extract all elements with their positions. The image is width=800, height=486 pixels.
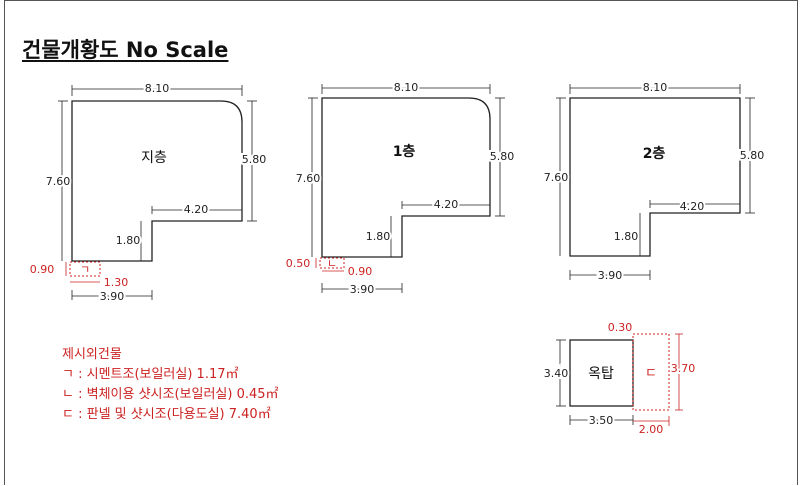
dim-right: 5.80 <box>242 153 267 166</box>
dim-step: 4.20 <box>434 198 459 211</box>
annex-dim-left: 0.90 <box>30 263 55 276</box>
dim-height: 7.60 <box>46 175 71 188</box>
annex-dim-height: 3.70 <box>671 362 696 375</box>
dim-bottom: 3.90 <box>598 269 623 282</box>
annex-mark: ㄱ <box>80 263 90 276</box>
legend-header: 제시외건물 <box>62 347 122 362</box>
dim-height: 7.60 <box>296 172 321 185</box>
annex-dim-width: 0.90 <box>348 265 373 278</box>
plan-outline <box>71 100 243 262</box>
dim-bottom: 3.90 <box>350 283 375 296</box>
plan-label: 지층 <box>141 150 167 166</box>
dim-step: 4.20 <box>184 203 209 216</box>
annex-box <box>632 333 670 411</box>
dim-width: 8.10 <box>394 81 419 94</box>
dim-step: 4.20 <box>680 200 705 213</box>
dim-bottom: 3.90 <box>100 290 125 303</box>
plan-first-floor: 8.10 7.60 5.80 4.20 1.80 3.90 ㄴ 0.50 0.9… <box>286 79 517 298</box>
annex-mark: ㄷ <box>645 366 657 381</box>
legend-item: ㄱ : 시멘트조(보일러실) 1.17㎡ <box>62 367 239 382</box>
annex-dim-width: 1.30 <box>104 276 129 289</box>
plan-basement: 8.10 7.60 5.80 4.20 1.80 3.90 ㄱ 0.90 1.3… <box>30 80 269 305</box>
dim-notch: 1.80 <box>116 234 141 247</box>
annex-legend: 제시외건물 ㄱ : 시멘트조(보일러실) 1.17㎡ ㄴ : 벽체이용 샷시조(… <box>62 345 279 425</box>
dim-height: 7.60 <box>544 171 569 184</box>
dim-width: 8.10 <box>145 82 170 95</box>
page-title: 건물개황도 No Scale <box>22 38 229 62</box>
plan-label: 1층 <box>393 144 416 160</box>
dim-notch: 1.80 <box>366 230 391 243</box>
annex-box <box>69 261 101 277</box>
plan-second-floor: 8.10 7.60 5.80 4.20 1.80 3.90 2층 <box>542 79 767 284</box>
annex-dim-left: 0.50 <box>286 257 311 270</box>
plan-outline <box>569 97 741 257</box>
dim-rooftop-width: 3.50 <box>589 414 614 427</box>
annex-dim-width: 2.00 <box>639 423 664 436</box>
dim-right: 5.80 <box>490 150 515 163</box>
plan-outline <box>321 97 491 258</box>
drawing-frame <box>4 0 798 485</box>
dim-notch: 1.80 <box>614 230 639 243</box>
rooftop-label: 옥탑 <box>588 366 614 382</box>
plan-label: 2층 <box>643 146 666 162</box>
legend-item: ㄴ : 벽체이용 샷시조(보일러실) 0.45㎡ <box>62 387 279 402</box>
legend-item: ㄷ : 판넬 및 샷시조(다용도실) 7.40㎡ <box>62 407 271 422</box>
annex-dim-top: 0.30 <box>608 321 633 334</box>
dim-width: 8.10 <box>643 81 668 94</box>
annex-box <box>319 257 345 269</box>
annex-mark: ㄴ <box>327 257 337 270</box>
dim-right: 5.80 <box>740 149 765 162</box>
plan-rooftop: 옥탑 3.40 3.50 ㄷ 0.30 3.70 2.00 <box>542 321 698 436</box>
dim-rooftop-height: 3.40 <box>544 367 569 380</box>
